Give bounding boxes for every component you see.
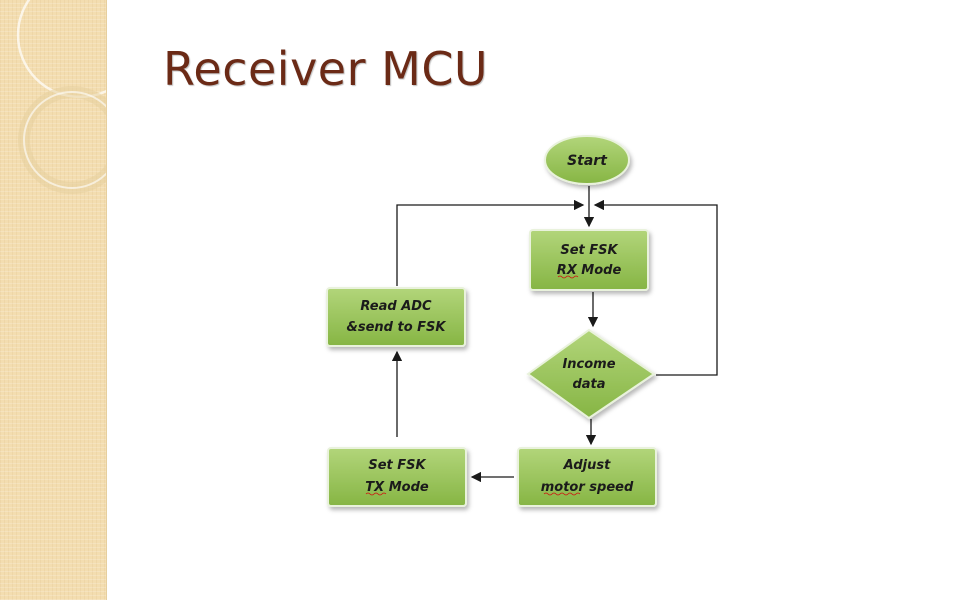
read-adc-node: [326, 287, 466, 347]
spellcheck-underline: [557, 275, 579, 279]
income-data-label-line-1: Income: [562, 357, 615, 372]
start-node-label: Start: [567, 153, 608, 169]
flowchart: Start Set FSK RX Mode Income data Adjust…: [326, 135, 718, 507]
start-node: [544, 135, 630, 185]
decorative-circles: [16, 0, 106, 194]
set-fsk-tx-label-line-2: TX Mode: [365, 480, 429, 495]
set-fsk-tx-label-line-1: Set FSK: [368, 458, 426, 473]
set-fsk-rx-label-line-1: Set FSK: [560, 243, 618, 258]
edge-income-data-loop-to-set-fsk-rx: [593, 199, 718, 376]
slide-title: Receiver MCU: [163, 42, 489, 96]
spellcheck-underline: [365, 492, 387, 496]
adjust-motor-speed-node: [517, 447, 657, 507]
read-adc-label-line-1: Read ADC: [360, 299, 432, 314]
set-fsk-rx-label-line-2: RX Mode: [557, 263, 622, 278]
adjust-motor-label-line-1: Adjust: [563, 458, 611, 473]
adjust-motor-label-line-2: motor speed: [541, 480, 634, 495]
set-fsk-rx-node: [529, 229, 649, 291]
read-adc-label-line-2: &send to FSK: [347, 320, 447, 335]
income-data-node: [526, 328, 656, 420]
flowchart-edges: [391, 186, 718, 483]
spellcheck-underline: [543, 492, 581, 496]
set-fsk-tx-node: [327, 447, 467, 507]
edge-read-adc-loop-to-set-fsk-rx: [396, 199, 585, 286]
decorative-side-panel: [0, 0, 107, 600]
income-data-label-line-2: data: [572, 377, 605, 392]
